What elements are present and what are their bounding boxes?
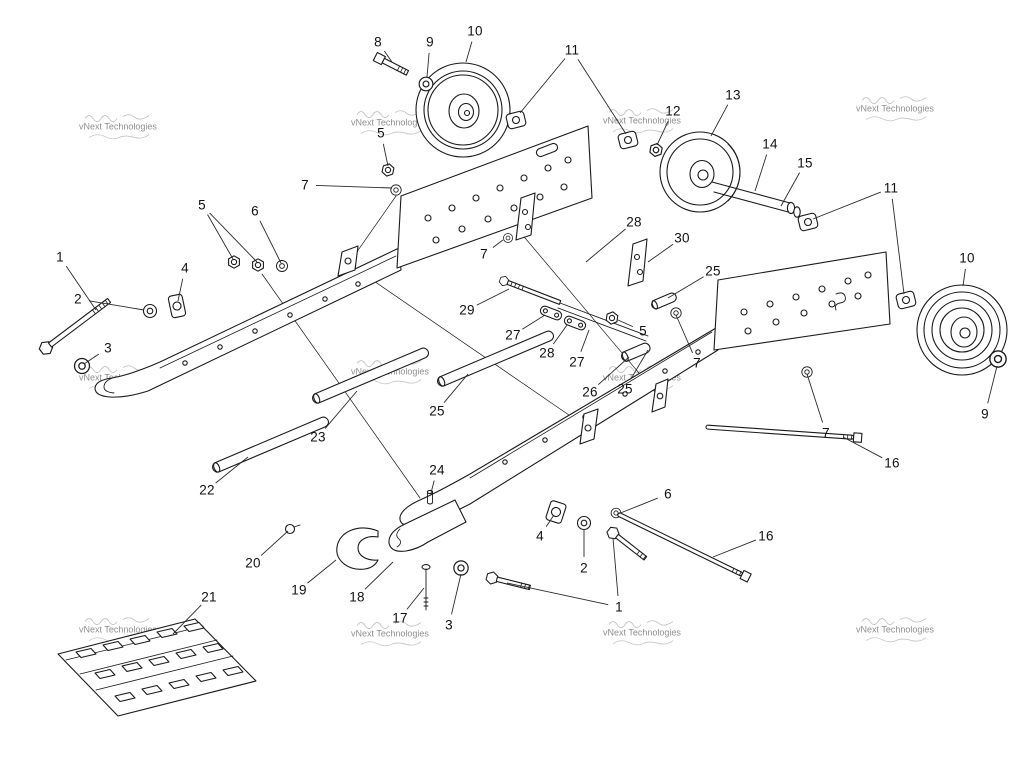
leader-line [307, 559, 337, 584]
leader-line [324, 390, 358, 429]
leader-line [780, 172, 800, 207]
leader-line [215, 456, 249, 484]
leader-line [712, 539, 756, 558]
leader-line [585, 228, 626, 263]
leader-line [260, 530, 289, 556]
idler-wheel-upper-right [659, 131, 741, 213]
leader-line [553, 324, 568, 345]
bolt-8 [372, 51, 410, 76]
leader-line [580, 329, 590, 352]
lower-rail-assembly [388, 251, 891, 552]
leader-line [656, 120, 669, 146]
leader-line [315, 184, 393, 189]
leader-line [617, 497, 658, 515]
leader-line [842, 436, 883, 459]
rod-16 [705, 424, 863, 443]
leader-line [451, 573, 462, 615]
leader-line [406, 587, 425, 610]
leader-line [465, 41, 473, 63]
leader-line [83, 353, 100, 365]
leader-line [675, 314, 694, 354]
leader-line [382, 143, 389, 167]
leader-line [667, 276, 704, 299]
leader-line [806, 373, 824, 423]
leader-line [443, 373, 469, 403]
suspension-rods [617, 366, 863, 583]
leader-line [88, 300, 145, 311]
idler-wheel-right [916, 284, 1008, 376]
leader-line [962, 268, 966, 287]
link-plate [539, 305, 563, 321]
front-hook [336, 527, 379, 570]
leader-line [430, 480, 435, 494]
leader-line [492, 239, 504, 248]
screw-17 [421, 564, 431, 611]
leader-line [209, 212, 258, 263]
leader-line [630, 349, 649, 380]
bracket-4 [167, 293, 187, 319]
bolt-1 [604, 524, 648, 561]
leader-line [891, 198, 905, 295]
leader-line [754, 154, 768, 192]
leader-line [597, 356, 630, 386]
axle-14 [711, 181, 801, 218]
leader-line [519, 58, 566, 114]
leader-line [207, 214, 234, 260]
leader-line [172, 604, 202, 635]
track-section [57, 618, 257, 717]
leader-line [987, 365, 998, 404]
bolt-29 [497, 274, 562, 305]
leader-line [364, 561, 394, 590]
leader-line [65, 265, 97, 311]
leader-line [577, 59, 627, 135]
bracket-4 [545, 500, 567, 524]
leader-line [545, 514, 555, 528]
leader-line [522, 314, 546, 330]
leader-line [506, 582, 609, 606]
leader-line [177, 278, 184, 302]
link-plate [563, 315, 587, 331]
leader-line [476, 288, 510, 306]
leader-line [647, 243, 674, 263]
leader-line [617, 319, 634, 328]
leader-line [426, 52, 430, 78]
leader-line [259, 220, 282, 264]
idler-wheel-top [415, 62, 511, 158]
bolt-1 [36, 297, 112, 358]
front-mount-hardware-left [36, 293, 187, 375]
spacer-tube [621, 342, 651, 362]
leader-line [710, 104, 729, 137]
leader-line [612, 537, 619, 597]
upper-rail-assembly [94, 125, 648, 398]
leader-line [812, 191, 881, 220]
leader-line [383, 50, 393, 63]
